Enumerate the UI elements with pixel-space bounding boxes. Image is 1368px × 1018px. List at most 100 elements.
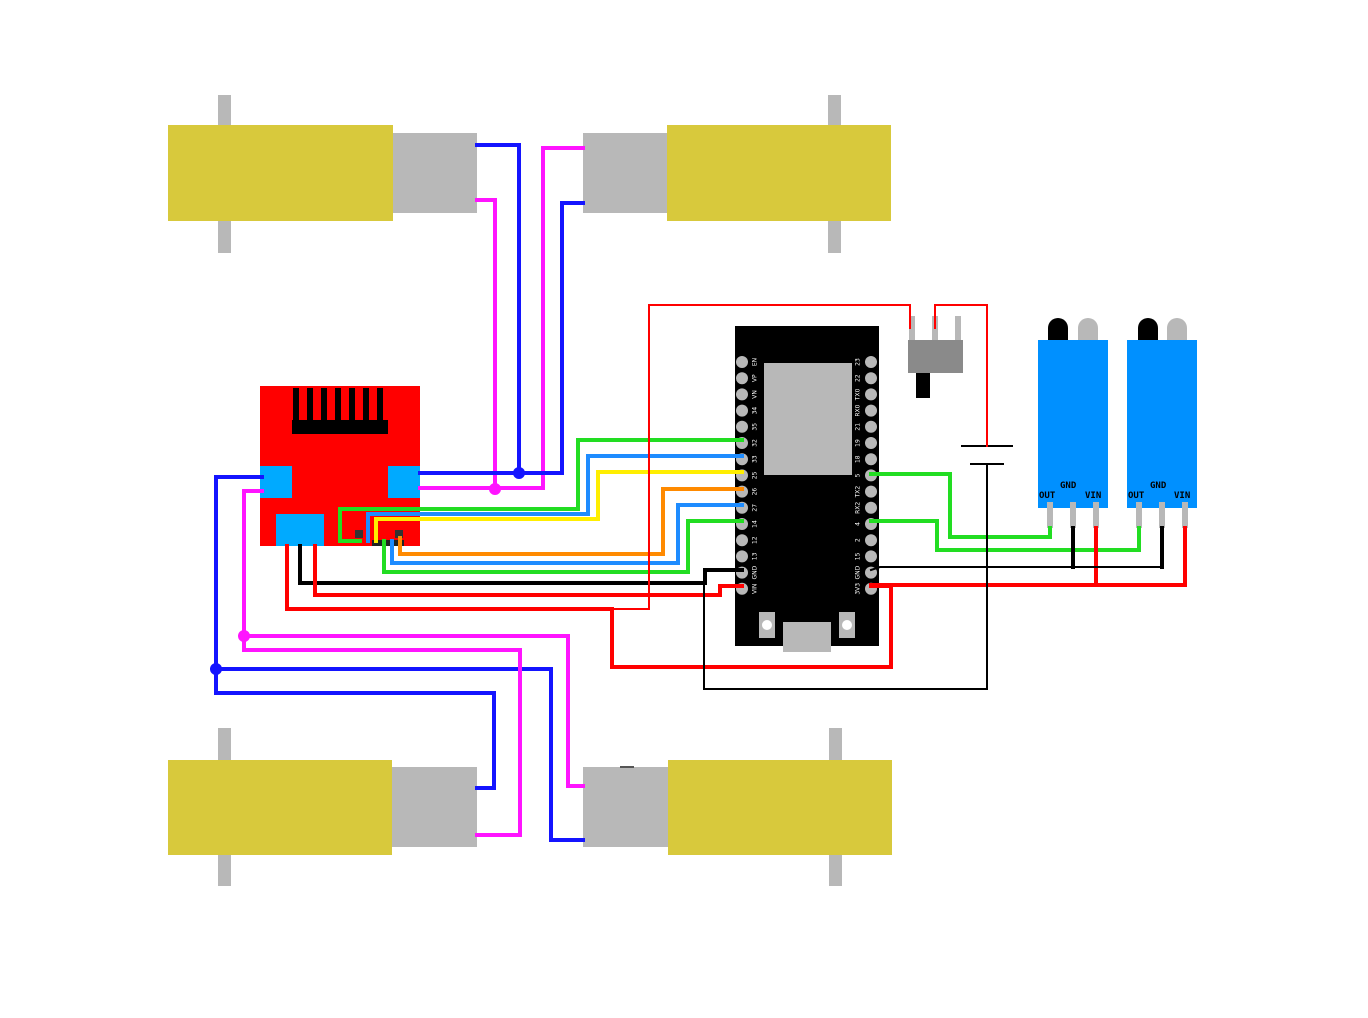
usb-port [783,622,831,652]
terminal-right [388,466,420,498]
esp32-pin-label: RX2 [855,502,862,514]
motor-body [168,760,392,855]
wire-lightblue [366,454,744,543]
wire-red [611,304,911,610]
esp32-pin-label: 12 [752,536,759,544]
driver-input-header [355,530,404,546]
esp32-pin-right-15 [865,550,877,563]
esp32-pin-label: 34 [752,407,759,415]
battery-icon [961,445,1013,465]
esp32-pin-left-35 [736,420,748,433]
motor-gearbox [393,133,477,213]
esp32-pin-label: 33 [752,455,759,463]
esp32-pin-label: 4 [855,522,862,526]
esp32-pin-label: 25 [752,471,759,479]
wire-magenta [418,146,585,490]
sensor-vin-label: VIN [1174,491,1190,501]
esp32-shield [764,363,852,475]
wire-magenta [475,198,497,491]
junction-dot [513,467,525,479]
ir-sensor-2: GND OUT VIN [1127,318,1197,528]
motor-body [668,760,892,855]
wire-magenta [242,489,522,837]
esp32-pin-label: 22 [855,374,862,382]
junction-dot [489,483,501,495]
motor-gearbox [583,767,668,847]
sensor-pcb [1038,340,1108,508]
wire-blue [214,667,585,842]
wire-magenta [242,634,585,788]
wire-green [382,519,744,574]
esp32-pin-left-13 [736,550,748,563]
wire-red [313,544,744,597]
esp32-pin-label: VIN [752,584,759,594]
esp32-pin-label: 35 [752,423,759,431]
motor-mark [620,766,634,768]
esp32-pin-label: RX0 [855,404,862,416]
esp32-pin-label: VP [752,374,759,382]
wire-lightblue [390,503,744,565]
esp32-pin-label: 27 [752,504,759,512]
esp32-pin-label: 5 [855,473,862,477]
esp32-pin-label: 13 [752,552,759,560]
motor-body [667,125,891,221]
wire-blue [475,143,521,475]
wire-red [934,304,988,447]
motor-gearbox [392,767,477,847]
esp32-pin-right-22 [865,372,877,385]
esp32-pin-label: 21 [855,423,862,431]
wire-yellow [374,470,744,543]
esp32-pin-left-vn [736,388,748,401]
esp32-pin-right-tx2 [865,485,877,498]
terminal-left [260,466,292,498]
sensor-vin-label: VIN [1085,491,1101,501]
esp32-pin-label: 23 [855,358,862,366]
wire-blue [214,475,496,790]
wire-orange [398,487,744,556]
motor-body [168,125,393,221]
motor-bottom-left [168,728,477,886]
esp32-pin-label: VN [752,390,759,399]
esp32-pin-label: 2 [855,538,862,542]
sensor-out-label: OUT [1128,491,1145,501]
esp32-pin-label: 18 [855,455,862,463]
motor-top-left [168,95,477,253]
esp32-pin-label: 26 [752,488,759,496]
wire-red [869,526,1187,587]
esp32-pin-label: 19 [855,439,862,447]
wire-green [869,472,1052,539]
esp32-pin-left-vp [736,372,748,385]
wire-blue [418,201,585,475]
esp32-pin-right-18 [865,453,877,466]
esp32-pin-right-2 [865,534,877,547]
wire-green [338,438,744,543]
heatsink [292,388,388,434]
esp32-pin-left-12 [736,534,748,547]
esp32-pin-right-rx0 [865,404,877,417]
esp32-pin-label: 3V3 [855,583,862,595]
esp32-pin-right-21 [865,420,877,433]
motor-gearbox [583,133,667,213]
esp32-pin-right-rx2 [865,501,877,514]
junction-dot [238,630,250,642]
esp32-pin-label: GND [855,565,862,579]
ir-sensor-1: GND OUT VIN [1038,318,1108,528]
esp32-pin-right-tx0 [865,388,877,401]
esp32-pin-label: EN [752,358,759,366]
motor-top-right [583,95,891,253]
esp32-pin-label: 14 [752,520,759,528]
sensor-pcb [1127,340,1197,508]
esp32-pin-label: 32 [752,439,759,447]
sensor-gnd-label: GND [1150,481,1167,491]
motor-bottom-right [583,728,892,886]
esp32-pin-right-19 [865,437,877,449]
wire-black [869,566,1163,572]
sensor-out-label: OUT [1039,491,1056,501]
sensor-gnd-label: GND [1060,481,1077,491]
esp32-pin-right-23 [865,356,877,368]
terminal-power [276,514,324,546]
wire-green [869,519,1141,552]
